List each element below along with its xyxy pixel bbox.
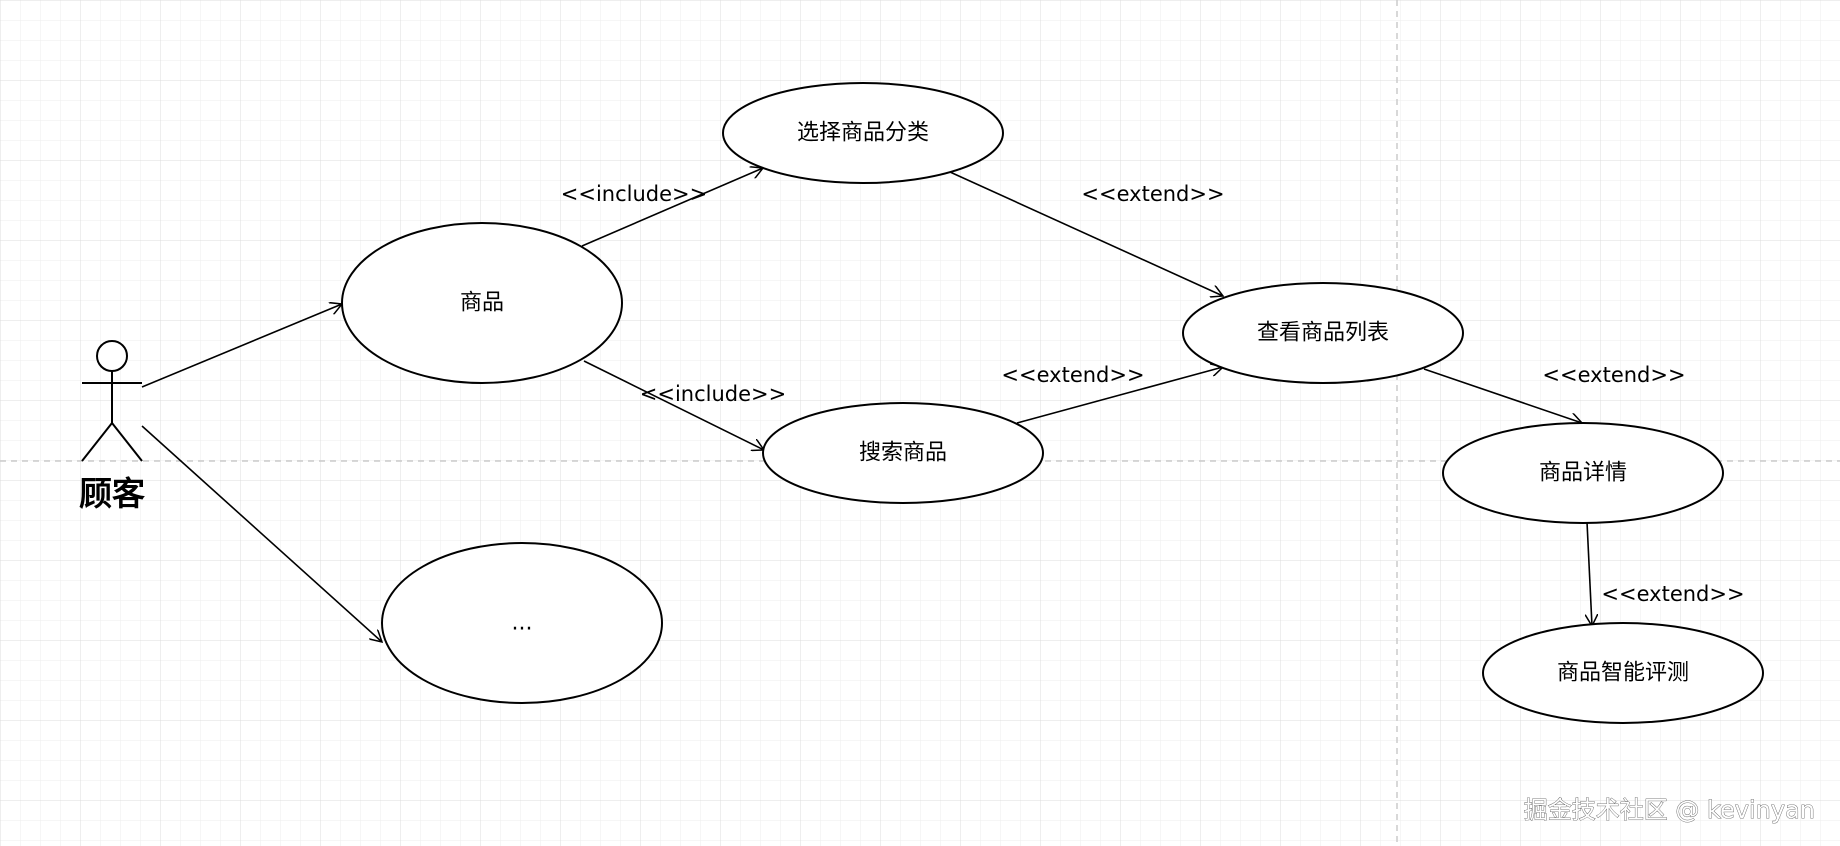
use-case-select-category[interactable]: 选择商品分类 — [722, 82, 1004, 184]
edge-customer-goods[interactable] — [141, 304, 342, 388]
relations — [141, 168, 1592, 642]
use-case-search-goods[interactable]: 搜索商品 — [762, 402, 1044, 504]
use-case-label: 选择商品分类 — [797, 121, 929, 146]
label-extend-3: <<extend>> — [1542, 363, 1685, 387]
use-case-label: 商品详情 — [1539, 461, 1627, 486]
label-include-2: <<include>> — [640, 382, 786, 406]
use-case-label: 查看商品列表 — [1257, 321, 1389, 346]
use-case-label: 商品 — [460, 291, 504, 316]
use-case-goods[interactable]: 商品 — [341, 222, 623, 384]
use-case-shape — [722, 82, 1004, 184]
edge-goods-select-category[interactable] — [581, 168, 763, 247]
edge-goods-search-goods[interactable] — [583, 360, 764, 450]
use-case-more[interactable]: ... — [381, 542, 663, 704]
use-case-label: 搜索商品 — [859, 441, 947, 466]
use-case-shape — [381, 542, 663, 704]
use-case-shape — [762, 402, 1044, 504]
use-case-shape — [1482, 622, 1764, 724]
use-case-view-list[interactable]: 查看商品列表 — [1182, 282, 1464, 384]
actor-leg-left — [81, 422, 113, 462]
actor-leg-right — [111, 422, 143, 462]
edge-select-category-view-list[interactable] — [949, 171, 1223, 296]
use-case-shape — [1182, 282, 1464, 384]
use-case-shape — [1442, 422, 1724, 524]
label-extend-2: <<extend>> — [1001, 363, 1144, 387]
label-extend-1: <<extend>> — [1081, 182, 1224, 206]
actor-head — [96, 340, 128, 372]
edge-search-goods-view-list[interactable] — [1016, 367, 1223, 424]
use-case-label: ... — [512, 611, 533, 636]
actor-customer[interactable]: 顾客 — [79, 340, 145, 513]
use-case-goods-detail[interactable]: 商品详情 — [1442, 422, 1724, 524]
edge-goods-detail-smart-review[interactable] — [1587, 521, 1592, 626]
edge-view-list-goods-detail[interactable] — [1423, 368, 1582, 423]
label-include-1: <<include>> — [561, 182, 707, 206]
edge-customer-more[interactable] — [141, 425, 382, 642]
actor-label: 顾客 — [79, 474, 145, 513]
use-case-shape — [341, 222, 623, 384]
watermark: 掘金技术社区 @ kevinyan — [1524, 796, 1815, 824]
use-case-smart-review[interactable]: 商品智能评测 — [1482, 622, 1764, 724]
label-extend-4: <<extend>> — [1601, 582, 1744, 606]
use-case-label: 商品智能评测 — [1557, 661, 1689, 686]
